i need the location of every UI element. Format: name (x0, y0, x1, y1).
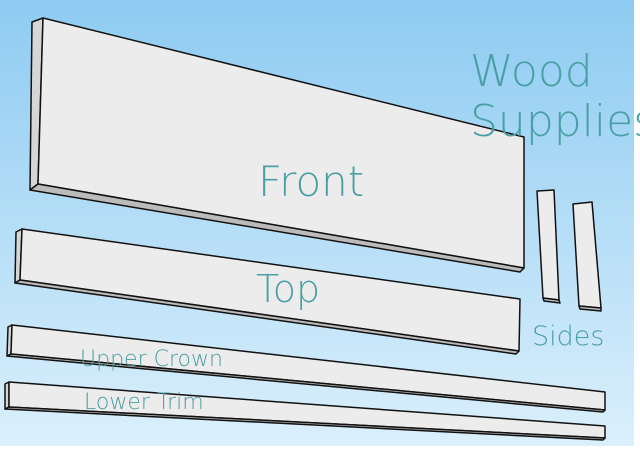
label-top: Top (256, 267, 320, 311)
label-sides: Sides (532, 321, 604, 352)
title-line-2: Supplies: (470, 96, 640, 147)
board-lower-trim (4, 381, 606, 441)
label-lower-trim: Lower Trim (84, 390, 204, 415)
label-upper-crown: Upper Crown (80, 347, 223, 372)
board-front (29, 17, 525, 273)
bottom-border (0, 446, 640, 453)
board-upper-crown (6, 324, 606, 413)
board-side-left (536, 189, 561, 304)
label-front: Front (258, 157, 364, 206)
right-border (634, 0, 640, 453)
title-line-1: Wood (470, 46, 593, 97)
board-top (14, 228, 521, 355)
board-side-right (572, 201, 602, 312)
